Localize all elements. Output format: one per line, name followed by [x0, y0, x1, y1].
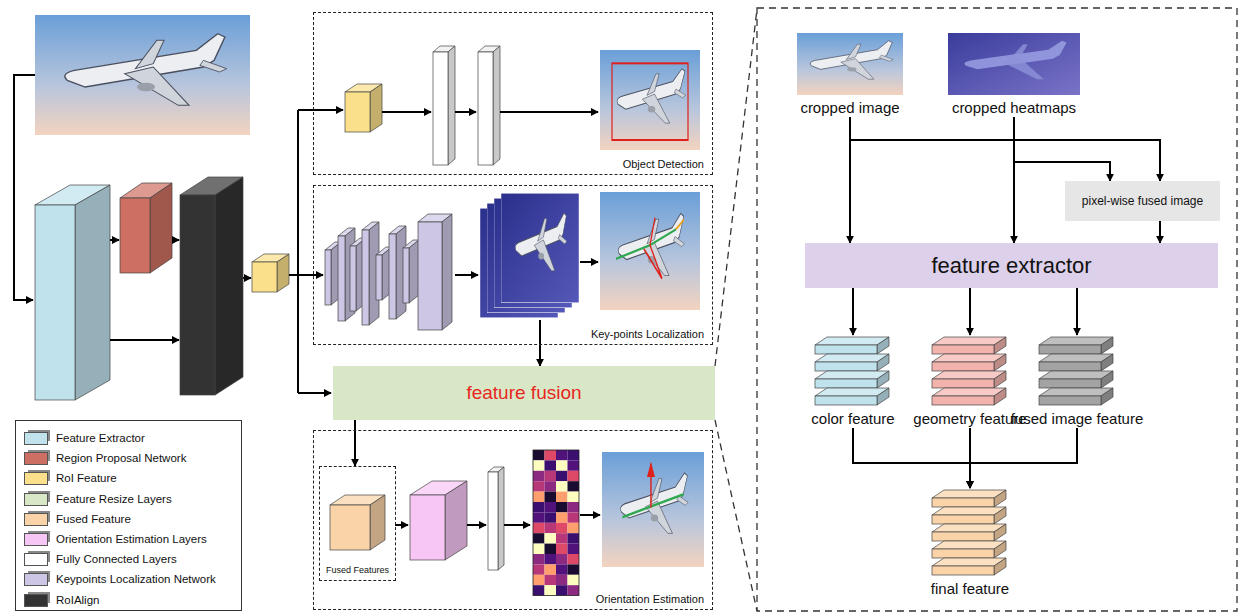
legend-swatch: [24, 594, 48, 607]
node-art: [787, 33, 913, 95]
panel-label: Fused Features: [320, 565, 395, 576]
legend-label: Region Proposal Network: [56, 450, 186, 466]
legend-label: Feature Resize Layers: [56, 491, 172, 507]
module-panel: Key-points Localization: [313, 185, 713, 345]
connector-arrow: [852, 288, 854, 335]
feature-stack: color feature: [803, 335, 903, 428]
legend-box: Feature ExtractorRegion Proposal Network…: [15, 420, 242, 611]
box-label: pixel-wise fused image: [1082, 194, 1203, 208]
legend-label: Feature Extractor: [56, 430, 145, 446]
node-art: [920, 488, 1020, 576]
orientation-image: [602, 452, 704, 567]
connector-arrow: [1159, 221, 1161, 243]
module-panel: Object Detection: [313, 12, 713, 175]
legend-swatch: [24, 533, 48, 546]
feature-stack: fused image feature: [1002, 335, 1152, 428]
legend-swatch: [24, 573, 48, 586]
keypoint-image: [600, 192, 700, 310]
node-caption: cropped heatmaps: [943, 99, 1085, 117]
heatmap-input: cropped heatmaps: [943, 33, 1085, 117]
fusion-box: feature fusion: [333, 366, 715, 420]
node-art: [803, 335, 903, 406]
node-art: [943, 33, 1085, 95]
connector-arrow: [853, 428, 970, 488]
connector-arrow: [970, 428, 1077, 488]
legend-label: Fused Feature: [56, 511, 131, 527]
legend-swatch: [24, 493, 48, 506]
image-input: cropped image: [787, 33, 913, 117]
connector-arrow: [969, 288, 971, 335]
detection-image: [600, 50, 700, 150]
connector-arrow: [1076, 288, 1078, 335]
connector-arrow: [539, 345, 541, 366]
flow-arrows: [14, 75, 600, 525]
box-label: feature fusion: [466, 382, 581, 404]
node-caption: color feature: [803, 410, 903, 428]
node-caption: final feature: [920, 580, 1020, 598]
legend-swatch: [24, 472, 48, 485]
legend-swatch: [24, 452, 48, 465]
connector-arrow: [1014, 117, 1110, 181]
feature-stack: final feature: [920, 488, 1020, 598]
panel-label: Object Detection: [621, 158, 706, 171]
legend-label: Keypoints Localization Network: [56, 571, 216, 587]
input-image: [35, 15, 250, 135]
legend-label: Orientation Estimation Layers: [56, 531, 207, 547]
legend-label: RoIAlign: [56, 592, 99, 608]
connector-arrow: [850, 117, 1160, 181]
legend-swatch: [24, 513, 48, 526]
node-art: [905, 335, 1034, 406]
legend-swatch: [24, 432, 48, 445]
legend-label: RoI Feature: [56, 470, 117, 486]
orientation-chart: [533, 450, 579, 596]
node-art: [1002, 335, 1152, 406]
fused-feature-panel: Fused Features: [319, 466, 396, 581]
process-box: feature extractor: [805, 243, 1218, 288]
node-caption: fused image feature: [1002, 410, 1152, 428]
node-caption: cropped image: [787, 99, 913, 117]
panel-label: Key-points Localization: [589, 328, 706, 341]
legend-label: Fully Connected Layers: [56, 551, 177, 567]
panel-label: Orientation Estimation: [594, 593, 706, 606]
module-panel: Orientation Estimation Fused Features: [313, 430, 713, 610]
legend-swatch: [24, 553, 48, 566]
process-box: pixel-wise fused image: [1065, 181, 1220, 221]
connector-arrow: [354, 420, 356, 466]
zoom-lines: [715, 8, 1237, 611]
box-label: feature extractor: [931, 253, 1091, 279]
heatmap-stack: [480, 193, 579, 318]
